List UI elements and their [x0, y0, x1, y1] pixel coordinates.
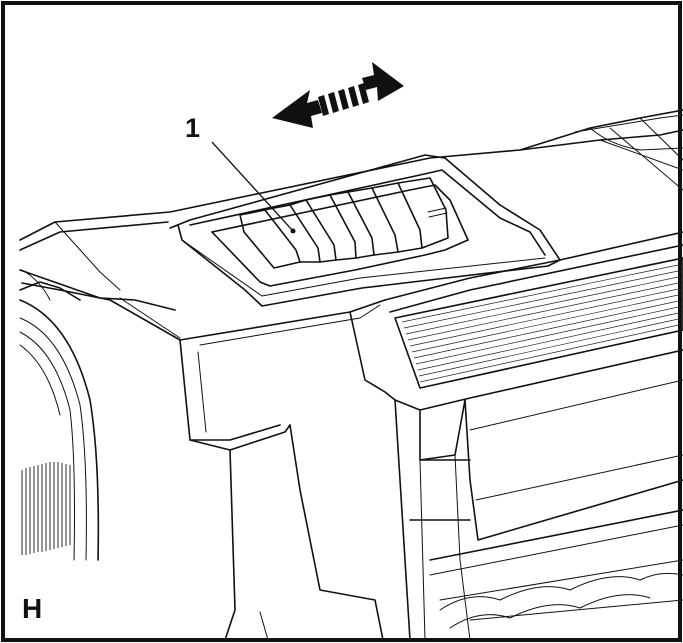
- vent-grille: [394, 257, 683, 389]
- tool-housing: [19, 109, 683, 641]
- double-arrow-icon: [272, 62, 404, 128]
- slider-switch: [169, 154, 561, 307]
- callout-number: 1: [185, 113, 200, 143]
- callout-leader-line: [211, 141, 294, 232]
- callout-target-dot: [290, 228, 296, 234]
- panel-letter: H: [22, 593, 42, 624]
- motor-housing-front: [19, 269, 100, 561]
